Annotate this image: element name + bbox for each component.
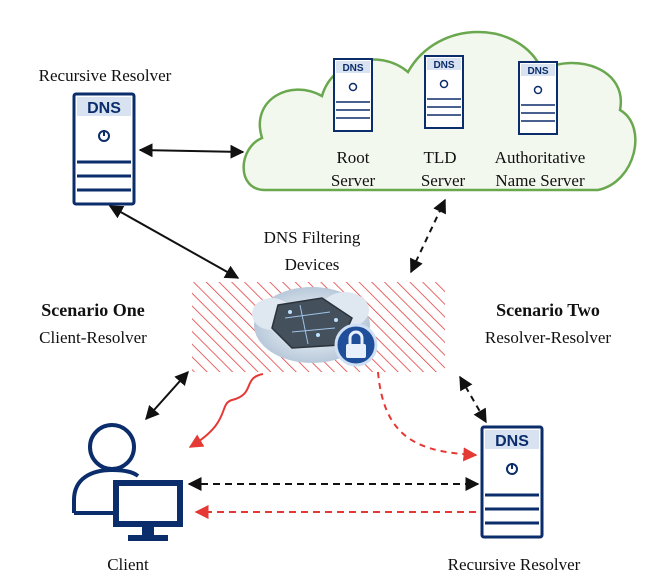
filter-resolver-arrow: [459, 375, 487, 424]
filter-label-2: Devices: [285, 255, 340, 274]
flow-arrows: [108, 143, 487, 519]
tld-server: DNS TLD Server: [421, 55, 466, 190]
injected-response-arrow: [188, 373, 264, 448]
tld-server-badge: DNS: [433, 60, 454, 71]
filter-cloud-arrow: [410, 198, 446, 274]
power-icon: [533, 85, 543, 95]
client-icon: [72, 423, 183, 541]
tld-server-label-1: TLD: [423, 148, 456, 167]
power-icon: [348, 82, 358, 92]
resolver-cloud-arrow: [138, 143, 245, 159]
scenario-two-subtitle: Resolver-Resolver: [485, 328, 612, 347]
client-label: Client: [107, 555, 149, 574]
top-resolver-server: DNS: [72, 92, 136, 206]
resolver-filter-arrow: [108, 205, 240, 279]
root-server-label-2: Server: [331, 171, 376, 190]
root-server-label-1: Root: [336, 148, 369, 167]
bottom-resolver-server: DNS: [480, 425, 544, 539]
authoritative-server-label-1: Authoritative: [495, 148, 586, 167]
scenario-one-title: Scenario One: [41, 300, 145, 320]
power-icon: [439, 79, 449, 89]
filter-label-1: DNS Filtering: [264, 228, 361, 247]
authoritative-server-badge: DNS: [527, 66, 548, 77]
top-resolver-badge: DNS: [87, 100, 121, 117]
root-server: DNS Root Server: [331, 58, 376, 190]
tld-server-label-2: Server: [421, 171, 466, 190]
root-server-badge: DNS: [342, 63, 363, 74]
client-filter-arrow: [145, 370, 189, 421]
scenario-one-subtitle: Client-Resolver: [39, 328, 147, 347]
authoritative-server: DNS Authoritative Name Server: [495, 61, 586, 190]
tampered-resolver-arrow: [377, 371, 478, 462]
bottom-resolver-label: Recursive Resolver: [448, 555, 581, 574]
filtering-device-icon: [252, 287, 378, 367]
authoritative-server-label-2: Name Server: [495, 171, 585, 190]
scenario-two-title: Scenario Two: [496, 300, 600, 320]
top-resolver-label: Recursive Resolver: [39, 66, 172, 85]
bottom-resolver-badge: DNS: [495, 433, 529, 450]
